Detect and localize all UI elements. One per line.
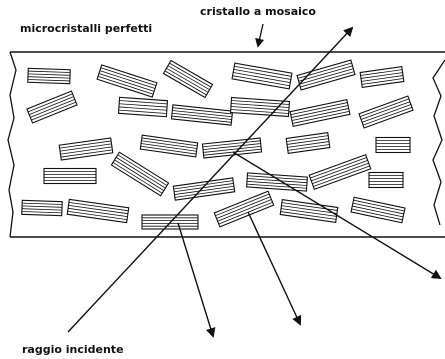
microcrystal xyxy=(297,60,355,90)
microcrystal xyxy=(232,63,292,89)
microcrystal xyxy=(231,97,290,116)
microcrystal xyxy=(28,68,70,83)
microcrystal xyxy=(22,200,62,215)
microcrystal xyxy=(309,155,371,190)
microcrystal xyxy=(140,135,197,157)
microcrystal xyxy=(202,138,261,158)
microcrystal xyxy=(27,91,77,123)
microcrystal xyxy=(286,133,330,154)
microcrystal xyxy=(290,100,350,127)
microcrystal xyxy=(119,97,168,116)
slab-left-break xyxy=(8,52,16,237)
microcrystal xyxy=(214,191,273,227)
microcrystals-label: microcristalli perfetti xyxy=(20,22,152,35)
microcrystal xyxy=(369,173,403,188)
microcrystal xyxy=(360,67,404,88)
microcrystal xyxy=(111,152,168,195)
microcrystal xyxy=(376,138,410,153)
microcrystal xyxy=(359,96,413,128)
microcrystal-group xyxy=(22,60,413,229)
microcrystal xyxy=(351,197,405,222)
incident-ray-label: raggio incidente xyxy=(22,343,124,356)
microcrystal xyxy=(67,199,129,222)
microcrystal xyxy=(171,105,232,125)
diffracted-ray-lower-middle xyxy=(248,212,300,324)
microcrystal xyxy=(97,65,157,97)
microcrystal xyxy=(163,61,212,98)
mosaic-label-pointer xyxy=(258,24,263,46)
microcrystal xyxy=(59,138,113,160)
microcrystal xyxy=(44,169,96,184)
diffracted-ray-lower-left xyxy=(178,223,213,336)
microcrystal xyxy=(247,173,308,191)
mosaic-crystal-label: cristallo a mosaico xyxy=(200,5,316,18)
microcrystal xyxy=(173,178,234,200)
slab-right-break xyxy=(433,60,445,225)
